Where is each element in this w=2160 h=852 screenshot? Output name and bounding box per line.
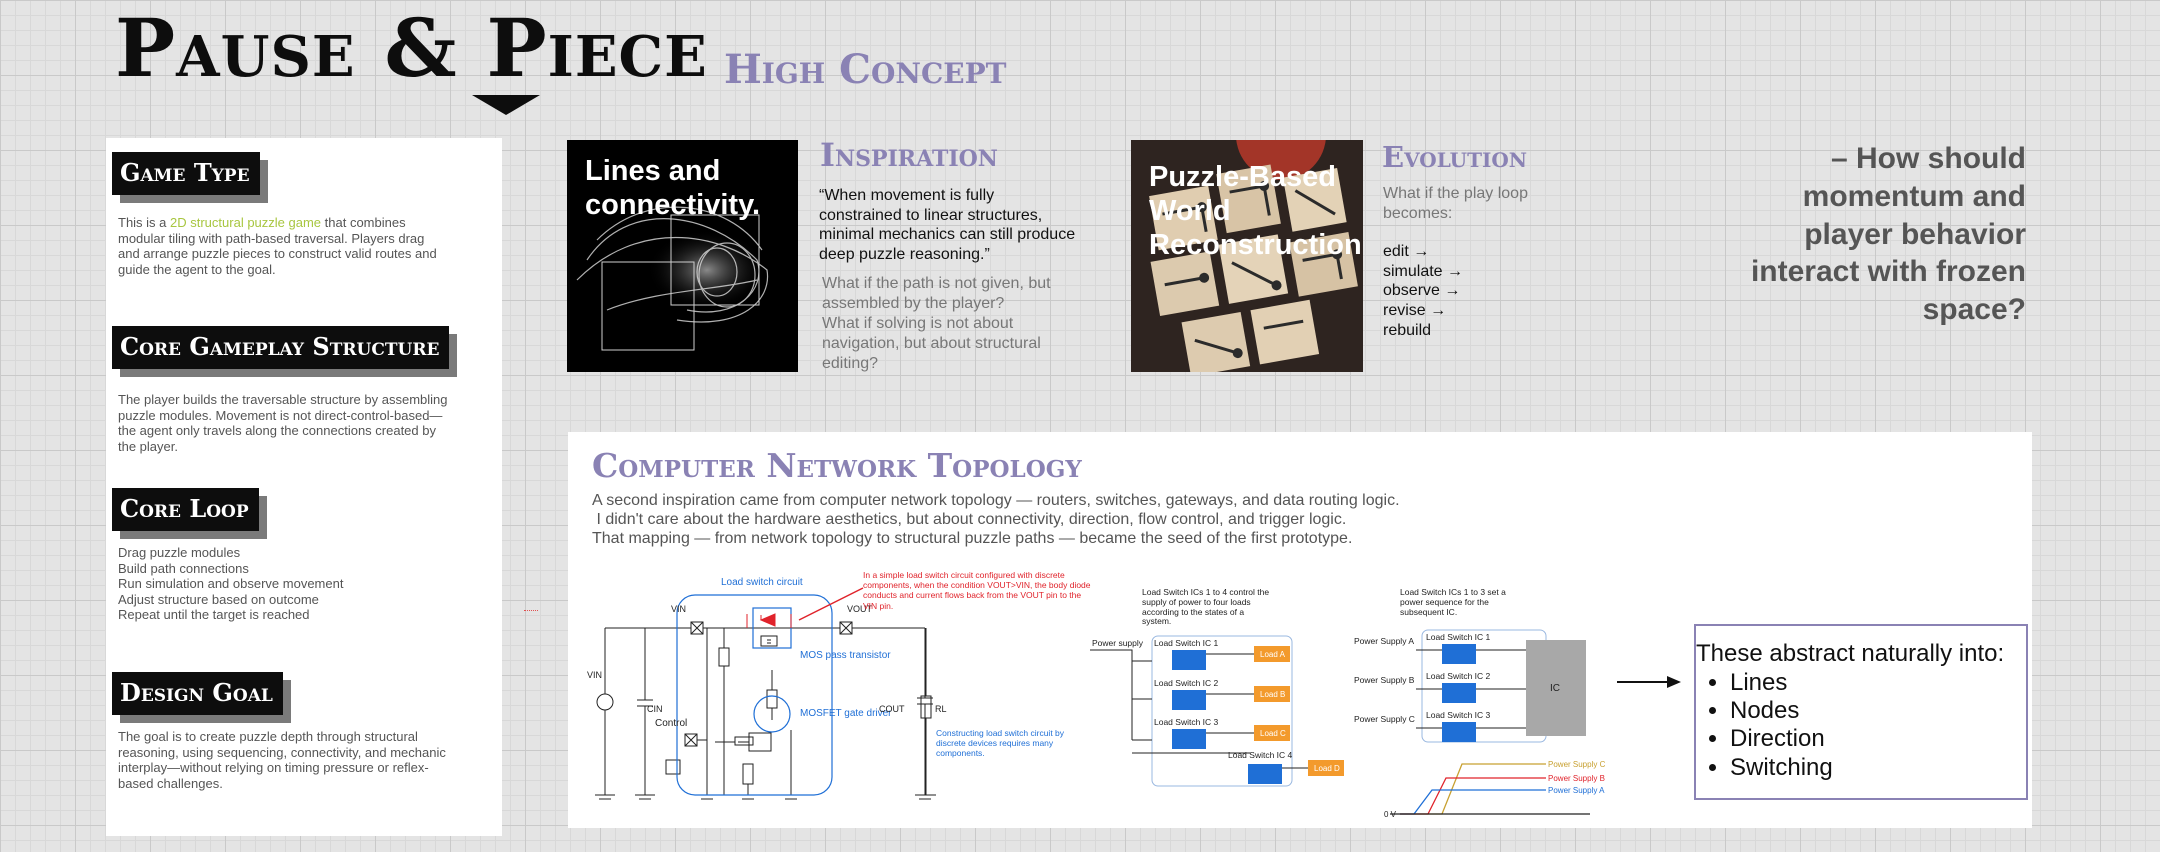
concept-panel: [106, 138, 502, 836]
timing-label: Power Supply B: [1548, 774, 1605, 783]
vin-source-label: VIN: [587, 670, 602, 680]
circuit-label: Load switch circuit: [721, 577, 803, 588]
core-loop-item: Adjust structure based on outcome: [118, 591, 319, 607]
supply-label: Power Supply B: [1354, 675, 1415, 685]
game-type-highlight: 2D structural puzzle game: [170, 215, 322, 230]
vout-label: VOUT: [847, 604, 873, 614]
core-loop-item: Build path connections: [118, 560, 249, 576]
evolution-loop-step: revise →: [1383, 302, 1447, 320]
network-line: I didn't care about the hardware aesthet…: [592, 510, 1347, 528]
control-label: Control: [655, 718, 687, 729]
load-switch-circuit-diagram: Load switch circuit MOS pass transistor …: [587, 570, 1091, 800]
discrete-devices-note: Constructing load switch circuit by disc…: [936, 728, 1064, 758]
power-sequence-diagram: Load Switch ICs 1 to 3 set a power seque…: [1354, 588, 1606, 819]
inspiration-quote: “When movement is fully constrained to l…: [819, 187, 1076, 263]
ic-label: Load Switch IC 2: [1426, 671, 1491, 681]
evolution-loop: edit → simulate → observe → revise → reb…: [1383, 242, 1463, 340]
evolution-image-caption: Puzzle-Based World Reconstruction: [1149, 161, 1362, 262]
core-loop-item: Repeat until the target is reached: [118, 607, 310, 623]
supply-label: Power Supply A: [1354, 636, 1414, 646]
arrow-right-icon: [1617, 676, 1681, 688]
network-description: A second inspiration came from computer …: [592, 492, 1400, 549]
title-arrow-decoration: [472, 95, 540, 115]
zero-volt-label: 0 V: [1384, 810, 1397, 819]
load-label: Load D: [1314, 764, 1340, 773]
core-loop-heading: Core Loop: [112, 488, 259, 531]
evolution-loop-step: edit →: [1383, 243, 1430, 260]
inspiration-heading: Inspiration: [820, 136, 998, 174]
gate-label: MOSFET gate driver: [800, 708, 892, 719]
power-supply-label: Power supply: [1092, 638, 1144, 648]
evolution-loop-step: simulate →: [1383, 262, 1464, 280]
abstract-item: Direction: [1730, 725, 2026, 753]
ic-label: Load Switch IC 3: [1154, 717, 1219, 727]
abstract-list: Lines Nodes Direction Switching: [1696, 669, 2026, 782]
evolution-loop-step: observe →: [1383, 282, 1461, 300]
core-loop-item: Run simulation and observe movement: [118, 576, 344, 592]
load-label: Load C: [1260, 729, 1286, 738]
page-title: Pause & Piece: [115, 1, 708, 95]
evolution-heading: Evolution: [1382, 140, 1528, 174]
inspiration-questions: What if the path is not given, but assem…: [822, 275, 1051, 372]
core-structure-heading: Core Gameplay Structure: [112, 326, 450, 369]
evolution-loop-step: rebuild: [1383, 321, 1432, 339]
timing-label: Power Supply A: [1548, 786, 1605, 795]
core-structure-text: The player builds the traversable struct…: [118, 392, 448, 454]
light-trail-graphic: [576, 206, 769, 351]
abstract-title: These abstract naturally into:: [1696, 640, 2005, 667]
inspiration-image-caption: Lines and connectivity.: [585, 155, 761, 222]
load-label: Load A: [1260, 650, 1286, 659]
vin-label: VIN: [671, 604, 686, 614]
evolution-image: Puzzle-Based World Reconstruction: [1131, 140, 1363, 372]
evolution-intro: What if the play loop becomes:: [1383, 185, 1528, 222]
ic-label: Load Switch IC 2: [1154, 678, 1219, 688]
network-line: A second inspiration came from computer …: [592, 492, 1400, 509]
abstract-item: Nodes: [1730, 697, 2026, 725]
diagram2-caption: Load Switch ICs 1 to 4 control the suppl…: [1142, 588, 1269, 626]
network-heading: Computer Network Topology: [592, 446, 1082, 485]
network-line: That mapping — from network topology to …: [592, 529, 1353, 547]
core-loop-item: Drag puzzle modules: [118, 545, 241, 560]
core-loop-list: Drag puzzle modules Build path connectio…: [118, 545, 448, 623]
load-label: Load B: [1260, 690, 1285, 699]
body-diode-note: In a simple load switch circuit configur…: [863, 570, 1091, 611]
ic-block-label: IC: [1550, 683, 1560, 694]
rl-label: RL: [935, 704, 947, 714]
diagram3-caption: Load Switch ICs 1 to 3 set a power seque…: [1400, 588, 1506, 616]
load-switch-ic-diagram: Load Switch ICs 1 to 4 control the suppl…: [1090, 588, 1344, 787]
inspiration-image: Lines and connectivity.: [567, 140, 798, 372]
design-goal-heading: Design Goal: [112, 672, 283, 715]
page-subtitle: High Concept: [724, 46, 1007, 93]
cout-label: COUT: [879, 704, 905, 714]
game-type-heading: Game Type: [112, 152, 260, 195]
connector-dots: [524, 610, 538, 611]
ic-label: Load Switch IC 1: [1426, 632, 1491, 642]
ic-label: Load Switch IC 1: [1154, 638, 1219, 648]
puzzle-tiles-graphic: [1131, 140, 1363, 372]
cin-label: CIN: [647, 704, 663, 714]
timing-label: Power Supply C: [1548, 760, 1606, 769]
ic-label: Load Switch IC 4: [1228, 750, 1293, 760]
abstract-item: Lines: [1730, 669, 2026, 697]
design-goal-text: The goal is to create puzzle depth throu…: [118, 729, 446, 791]
design-question: – How should momentum and player behavio…: [1750, 142, 2026, 327]
abstract-concepts-box: These abstract naturally into: Lines Nod…: [1694, 624, 2028, 800]
supply-label: Power Supply C: [1354, 714, 1415, 724]
abstract-item: Switching: [1730, 754, 2026, 782]
ic-label: Load Switch IC 3: [1426, 710, 1491, 720]
mos-label: MOS pass transistor: [800, 650, 891, 661]
game-type-text: This is a 2D structural puzzle game that…: [118, 215, 437, 277]
